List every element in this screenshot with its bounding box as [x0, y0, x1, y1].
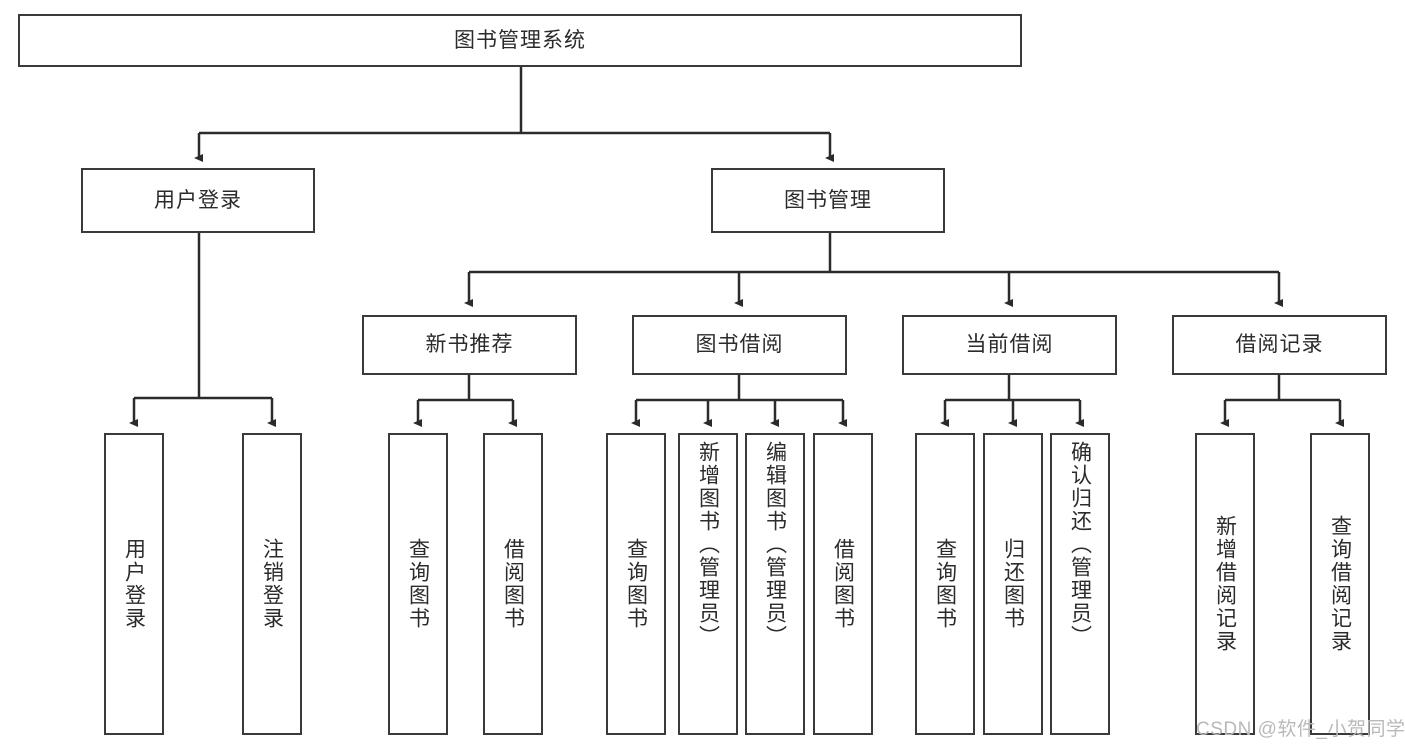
leaf-label: 新增借阅记录: [1213, 515, 1237, 653]
node-user-login[interactable]: 用户登录: [81, 168, 315, 233]
leaf-user-login-login[interactable]: 用户登录: [104, 433, 164, 735]
leaf-borrow-record-add[interactable]: 新增借阅记录: [1195, 433, 1255, 735]
leaf-current-borrow-return[interactable]: 归还图书: [983, 433, 1043, 735]
leaf-label: 新增图书（管理员）: [696, 441, 720, 648]
leaf-book-borrow-borrow[interactable]: 借阅图书: [813, 433, 873, 735]
leaf-label: 确认归还（管理员）: [1068, 441, 1092, 648]
leaf-new-book-query[interactable]: 查询图书: [388, 433, 448, 735]
node-label: 用户登录: [154, 188, 242, 212]
node-root-book-management-system[interactable]: 图书管理系统: [18, 14, 1022, 67]
node-label: 新书推荐: [425, 333, 514, 357]
leaf-label: 查询图书: [933, 538, 957, 630]
leaf-label: 借阅图书: [501, 538, 525, 630]
leaf-label: 用户登录: [122, 538, 146, 630]
leaf-label: 借阅图书: [831, 538, 855, 630]
leaf-book-borrow-query[interactable]: 查询图书: [606, 433, 666, 735]
leaf-book-borrow-edit[interactable]: 编辑图书（管理员）: [745, 433, 805, 735]
node-new-book-recommend[interactable]: 新书推荐: [362, 315, 577, 375]
node-label: 图书借阅: [695, 333, 784, 357]
leaf-borrow-record-query[interactable]: 查询借阅记录: [1310, 433, 1370, 735]
node-label: 图书管理: [784, 188, 872, 212]
leaf-current-borrow-query[interactable]: 查询图书: [915, 433, 975, 735]
leaf-user-login-logout[interactable]: 注销登录: [242, 433, 302, 735]
node-book-borrow[interactable]: 图书借阅: [632, 315, 847, 375]
leaf-new-book-borrow[interactable]: 借阅图书: [483, 433, 543, 735]
leaf-label: 编辑图书（管理员）: [763, 441, 787, 648]
leaf-label: 查询借阅记录: [1328, 515, 1352, 653]
leaf-label: 注销登录: [260, 538, 284, 630]
leaf-book-borrow-add[interactable]: 新增图书（管理员）: [678, 433, 738, 735]
node-current-borrow[interactable]: 当前借阅: [902, 315, 1117, 375]
leaf-current-borrow-confirm-return[interactable]: 确认归还（管理员）: [1050, 433, 1110, 735]
node-borrow-record[interactable]: 借阅记录: [1172, 315, 1387, 375]
leaf-label: 查询图书: [624, 538, 648, 630]
node-book-management[interactable]: 图书管理: [711, 168, 945, 233]
node-label: 图书管理系统: [454, 28, 586, 52]
csdn-watermark: CSDN @软件_小贺同学: [1196, 719, 1405, 740]
leaf-label: 归还图书: [1001, 538, 1025, 630]
node-label: 当前借阅: [965, 333, 1054, 357]
node-label: 借阅记录: [1235, 333, 1324, 357]
leaf-label: 查询图书: [406, 538, 430, 630]
